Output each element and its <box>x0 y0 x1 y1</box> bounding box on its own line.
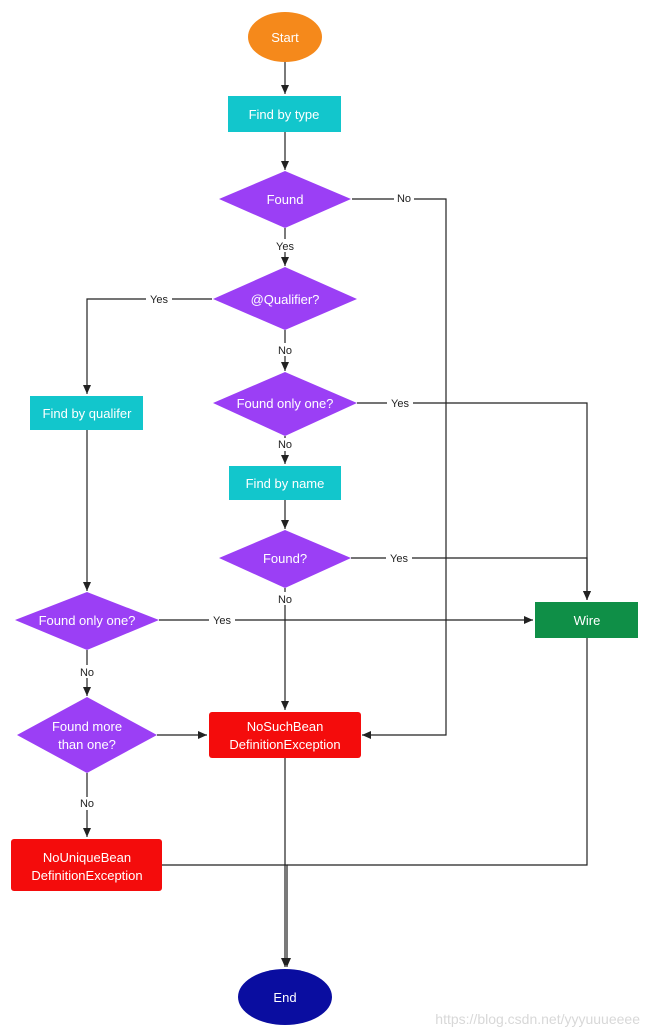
edge-qualifier-yes <box>83 298 212 394</box>
found-q-diamond <box>219 530 351 588</box>
svg-text:Wire: Wire <box>574 613 601 628</box>
svg-text:Found more: Found more <box>52 719 122 734</box>
found-more-diamond <box>17 697 157 773</box>
svg-text:than one?: than one? <box>58 737 116 752</box>
nouniquebean-box <box>11 839 162 891</box>
start-oval <box>248 12 322 62</box>
watermark: https://blog.csdn.net/yyyuuueeee <box>435 1011 640 1027</box>
edge-label-only-one-yes: Yes <box>391 398 409 410</box>
edge-label-left-only-one-no: No <box>80 667 94 679</box>
edge-found-no <box>352 198 447 739</box>
node-qualifier: @Qualifier? <box>213 267 357 330</box>
edge-label-found-q-no: No <box>278 594 292 606</box>
node-found-only-one-main: Found only one? <box>213 372 357 436</box>
edge-label-qualifier-no: No <box>278 345 292 357</box>
edge-label-found-q-yes: Yes <box>390 553 408 565</box>
wire-box <box>535 602 638 638</box>
svg-text:DefinitionException: DefinitionException <box>229 737 340 752</box>
node-found-q: Found? <box>219 530 351 588</box>
svg-text:Find by name: Find by name <box>246 476 325 491</box>
svg-text:Find by type: Find by type <box>249 107 320 122</box>
node-nosuchbean-exception: NoSuchBean DefinitionException <box>209 712 361 758</box>
edge-found-q-yes <box>351 557 591 600</box>
edge-labels: No Yes Yes No Yes No Yes No Yes No No <box>77 192 414 810</box>
svg-text:Find by qualifer: Find by qualifer <box>43 406 133 421</box>
node-find-by-qualifier: Find by qualifer <box>30 396 143 430</box>
node-end: End <box>238 969 332 1025</box>
node-found: Found <box>219 171 351 228</box>
edge-only-one-yes <box>357 402 591 600</box>
svg-text:Found: Found <box>267 192 304 207</box>
node-found-more-than-one: Found more than one? <box>17 697 157 773</box>
svg-text:Found only one?: Found only one? <box>39 613 136 628</box>
edge-label-only-one-no: No <box>278 439 292 451</box>
find-by-qualifier-box <box>30 396 143 430</box>
find-by-type-box <box>228 96 341 132</box>
svg-text:NoUniqueBean: NoUniqueBean <box>43 850 131 865</box>
node-start: Start <box>248 12 322 62</box>
svg-text:DefinitionException: DefinitionException <box>31 868 142 883</box>
node-nouniquebean-exception: NoUniqueBean DefinitionException <box>11 839 162 891</box>
edge-wire-to-end <box>287 638 588 866</box>
nosuchbean-box <box>209 712 361 758</box>
edge-label-found-more-no: No <box>80 798 94 810</box>
found-only-one-main-diamond <box>213 372 357 436</box>
edge-nounique-to-end <box>162 864 291 967</box>
found-diamond <box>219 171 351 228</box>
svg-text:Start: Start <box>271 30 299 45</box>
svg-text:End: End <box>273 990 296 1005</box>
edge-label-found-yes: Yes <box>276 241 294 253</box>
svg-text:Found only one?: Found only one? <box>237 396 334 411</box>
node-find-by-type: Find by type <box>228 96 341 132</box>
found-only-one-left-diamond <box>15 592 159 650</box>
node-find-by-name: Find by name <box>229 466 341 500</box>
svg-text:NoSuchBean: NoSuchBean <box>247 719 324 734</box>
edge-label-left-only-one-yes: Yes <box>213 615 231 627</box>
qualifier-diamond <box>213 267 357 330</box>
find-by-name-box <box>229 466 341 500</box>
node-found-only-one-left: Found only one? <box>15 592 159 650</box>
end-oval <box>238 969 332 1025</box>
svg-text:Found?: Found? <box>263 551 307 566</box>
edge-label-found-no: No <box>397 193 411 205</box>
svg-text:@Qualifier?: @Qualifier? <box>251 292 320 307</box>
edge-label-qualifier-yes: Yes <box>150 294 168 306</box>
node-wire: Wire <box>535 602 638 638</box>
